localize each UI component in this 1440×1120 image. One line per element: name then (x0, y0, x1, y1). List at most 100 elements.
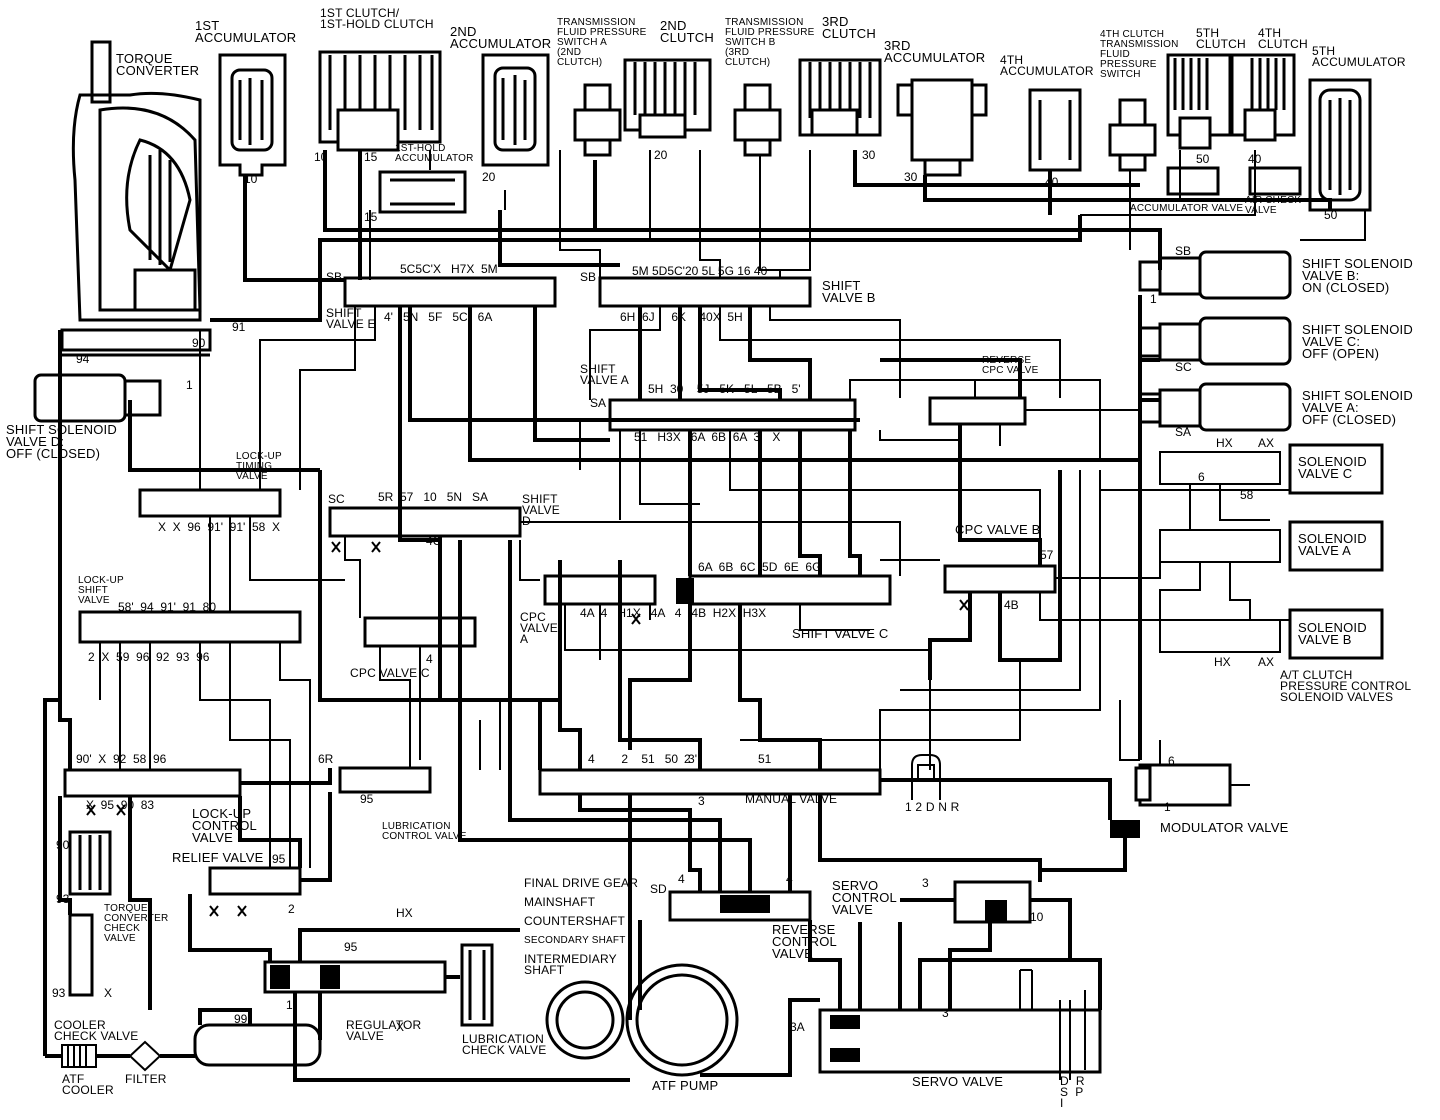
accumulator-valve-label: ACCUMULATOR VALVE (1130, 203, 1244, 214)
air-check-valve-icon (1166, 166, 1302, 196)
clutch-3rd-icon (798, 58, 882, 137)
port-4-rev: 4 (786, 872, 793, 886)
port-6r: 6R (318, 752, 334, 766)
pressure-switch-4th-label: 4TH CLUTCH TRANSMISSION FLUID PRESSURE S… (1100, 29, 1179, 80)
lockup-control-ports-2: X 95 90 83 (86, 798, 155, 812)
shift-solenoid-c-label: SHIFT SOLENOID VALVE C: OFF (OPEN) (1302, 322, 1413, 361)
accumulator-2nd-label: 2ND ACCUMULATOR (450, 24, 552, 51)
port-15-hold: 15 (364, 210, 378, 224)
shift-valve-c-ports: 6A 6B 6C 5D 6E 6G (698, 560, 822, 574)
manual-valve-detent-icon (911, 754, 941, 800)
port-10-acc1: 10 (244, 172, 258, 186)
port-4c: 4C (426, 534, 442, 548)
shift-valve-e-ports: 5C5C'X H7X 5M (400, 262, 498, 276)
shift-valve-d-label: SHIFT VALVE D (522, 492, 560, 528)
port-ax-solb: AX (1258, 655, 1275, 669)
shift-valve-b-label: SHIFT VALVE B (822, 278, 876, 305)
port-15-clutch1: 15 (364, 150, 378, 164)
tc-check-valve-icon (68, 830, 112, 997)
port-1-mod: 1 (1164, 800, 1171, 814)
lockup-shift-ports: 58' 94 91' 91 80 (118, 600, 216, 614)
lockup-timing-valve-label: LOCK-UP TIMING VALVE (236, 451, 282, 482)
port-50-acc5: 50 (1324, 208, 1338, 222)
valve-bodies (63, 276, 1102, 1074)
servo-positions-label: D R S P I (1060, 1074, 1085, 1110)
modulator-valve-label: MODULATOR VALVE (1160, 820, 1289, 835)
relief-valve-label: RELIEF VALVE (172, 850, 264, 865)
clutch-5th-icon (1166, 53, 1232, 150)
clutch-4th-label: 4TH CLUTCH (1258, 26, 1308, 51)
secondary-shaft-label: SECONDARY SHAFT (524, 935, 626, 946)
shift-valve-e-ports-2: 4' 5N 5F 5C 6A (384, 310, 493, 324)
manual-valve-ports: 4 2 51 50 3' (588, 752, 698, 766)
port-57: 57 (1040, 548, 1054, 562)
port-20-acc2: 20 (482, 170, 496, 184)
accumulator-3rd-icon (896, 78, 988, 177)
port-3-servo-valve: 3 (942, 1006, 949, 1020)
accumulator-1st-label: 1ST ACCUMULATOR (195, 18, 297, 45)
port-40-acc4: 40 (1045, 175, 1059, 189)
lubrication-check-valve-icon (460, 943, 494, 1027)
port-hx-reg: HX (396, 906, 413, 920)
shift-valve-e-label: SHIFT VALVE E (326, 306, 376, 331)
clutch-3rd-label: 3RD CLUTCH (822, 14, 876, 41)
port-90-tc: 90 (192, 336, 206, 350)
accumulator-5th-label: 5TH ACCUMULATOR (1312, 44, 1406, 69)
cpc-valve-b-label: CPC VALVE B (955, 522, 1041, 537)
port-10-servo: 10 (1030, 910, 1044, 924)
shift-valve-c-ports-2: 4A 4 H1X 4A 4 4B H2X H3X (580, 606, 767, 620)
atf-pump-label: ATF PUMP (652, 1078, 719, 1093)
port-2-relief: 2 (288, 902, 295, 916)
port-ax-solc: AX (1258, 436, 1275, 450)
port-x-reg: X (396, 1020, 405, 1034)
clutch-2nd-icon (623, 58, 712, 139)
atf-pump-icon (545, 963, 739, 1077)
port-58: 58 (1240, 488, 1254, 502)
port-sa-valve: SA (590, 396, 607, 410)
regulator-valve-label: REGULATOR VALVE (346, 1018, 422, 1043)
port-95-reg: 95 (344, 940, 358, 954)
shift-solenoid-a-label: SHIFT SOLENOID VALVE A: OFF (CLOSED) (1302, 388, 1413, 427)
lockup-control-valve-label: LOCK-UP CONTROL VALVE (192, 806, 257, 845)
accumulator-5th-icon (1308, 78, 1372, 212)
torque-converter-icon (60, 40, 212, 357)
port-sc-d: SC (328, 492, 345, 506)
accumulator-3rd-label: 3RD ACCUMULATOR (884, 38, 986, 65)
port-95-relief: 95 (272, 852, 286, 866)
accumulator-1st-icon (218, 53, 287, 177)
shift-valve-b-ports-2: 6H 6J 6K 40X 5H (620, 310, 743, 324)
pressure-switch-b-icon (733, 83, 782, 157)
port-4-sd: 4 (678, 872, 685, 886)
port-1-solb: 1 (1150, 292, 1157, 306)
hydraulic-lines-secondary (99, 150, 1366, 868)
port-3a: 3A (790, 1020, 805, 1034)
lockup-shift-ports-2: 2 X 59 96 92 93 96 (88, 650, 210, 664)
port-6-solc: 6 (1198, 470, 1205, 484)
at-clutch-solenoid-block (1159, 443, 1384, 660)
clutch-1st-icon (318, 50, 442, 152)
countershaft-label: COUNTERSHAFT (524, 914, 626, 928)
lockup-control-ports: 90' X 92 58 96 (76, 752, 167, 766)
port-4b: 4B (1004, 598, 1019, 612)
atf-cooler-label: ATF COOLER (62, 1072, 114, 1097)
shift-solenoid-d-label: SHIFT SOLENOID VALVE D: OFF (CLOSED) (6, 422, 117, 461)
shift-solenoid-b-icon (1138, 250, 1292, 300)
shift-valve-a-label: SHIFT VALVE A (580, 362, 629, 387)
intermediary-shaft-label: INTERMEDIARY SHAFT (524, 952, 617, 977)
cooler-check-valve-label: COOLER CHECK VALVE (54, 1018, 139, 1043)
clutch-5th-label: 5TH CLUTCH (1196, 26, 1246, 51)
port-sd: SD (650, 882, 667, 896)
cpc-valve-a-label: CPC VALVE A (520, 610, 558, 646)
clutch-2nd-label: 2ND CLUTCH (660, 18, 714, 45)
hydraulic-lines-main (43, 150, 1332, 1082)
port-91-tc: 91 (232, 320, 246, 334)
air-check-valve-label: AIR CHECK VALVE (1245, 195, 1302, 216)
shift-valve-c-label: SHIFT VALVE C (792, 626, 889, 641)
port-2-manual: 2 (684, 752, 691, 766)
servo-rod-icon (1019, 969, 1101, 1080)
shift-valve-d-ports: 5R 57 10 5N SA (378, 490, 489, 504)
tc-check-valve-label: TORQUE CONVERTER CHECK VALVE (104, 903, 169, 944)
accumulator-2nd-icon (481, 53, 550, 167)
reverse-control-valve-label: REVERSE CONTROL VALVE (772, 922, 837, 961)
port-51-manual: 51 (758, 752, 772, 766)
